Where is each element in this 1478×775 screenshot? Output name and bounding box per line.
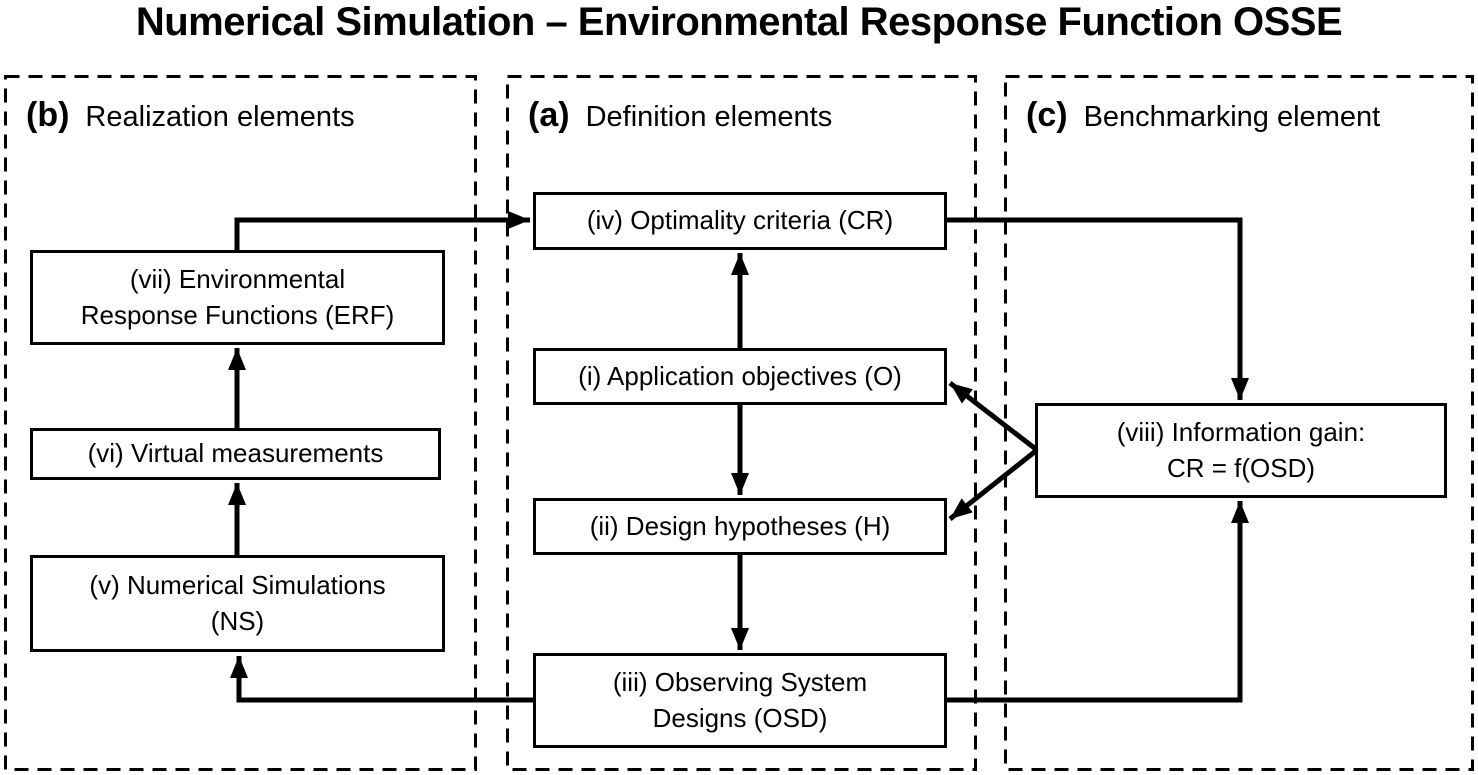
panel-a-label: Definition elements	[585, 101, 833, 133]
arrow-osd-to-information-gain	[945, 501, 1249, 703]
arrow-information-gain-to-hypotheses	[948, 448, 1039, 521]
panel-a-border	[506, 75, 977, 771]
arrow-erf-to-optimality-criteria	[234, 211, 530, 252]
diagram-title: Numerical Simulation – Environmental Res…	[135, 0, 1343, 44]
panel-a-tag: (a)	[528, 96, 570, 134]
panel-b-label: Realization elements	[85, 101, 355, 133]
box-environmental-response-functions: (vii) Environmental Response Functions (…	[30, 250, 445, 345]
box-optimality-criteria: (iv) Optimality criteria (CR)	[533, 192, 947, 250]
box-label-line: Response Functions (ERF)	[80, 299, 395, 330]
panel-c-tag: (c)	[1026, 96, 1068, 134]
box-label-line: (iii) Observing System	[612, 666, 868, 697]
box-label-line: (v) Numerical Simulations	[89, 569, 386, 600]
box-label-line: Designs (OSD)	[652, 702, 828, 733]
panel-b-tag: (b)	[26, 96, 70, 134]
box-design-hypotheses: (ii) Design hypotheses (H)	[533, 498, 947, 555]
panel-b-header: (b) Realization elements	[26, 96, 355, 135]
panel-a-header: (a) Definition elements	[528, 96, 832, 135]
panel-c-header: (c) Benchmarking element	[1026, 96, 1380, 135]
box-label-line: (vi) Virtual measurements	[87, 438, 384, 469]
box-label-line: (ii) Design hypotheses (H)	[589, 510, 891, 541]
box-observing-system-designs: (iii) Observing System Designs (OSD)	[533, 653, 947, 748]
arrow-osd-to-ns	[230, 656, 533, 703]
box-label-line: (vii) Environmental	[129, 263, 346, 294]
arrow-optimality-criteria-to-information-gain	[945, 217, 1249, 400]
box-label-line: (NS)	[210, 605, 265, 636]
panel-b-border	[4, 75, 477, 771]
box-label-line: (iv) Optimality criteria (CR)	[586, 205, 894, 236]
box-virtual-measurements: (vi) Virtual measurements	[30, 428, 441, 480]
box-information-gain: (viii) Information gain: CR = f(OSD)	[1035, 403, 1447, 498]
panel-c-border	[1004, 75, 1474, 771]
box-label-line: CR = f(OSD)	[1166, 452, 1316, 483]
box-numerical-simulations: (v) Numerical Simulations (NS)	[30, 555, 445, 652]
box-label-line: (viii) Information gain:	[1116, 416, 1366, 447]
arrow-information-gain-to-objectives	[948, 381, 1039, 452]
panel-c-label: Benchmarking element	[1083, 101, 1381, 133]
box-label-line: (i) Application objectives (O)	[578, 360, 902, 391]
box-application-objectives: (i) Application objectives (O)	[533, 348, 947, 405]
